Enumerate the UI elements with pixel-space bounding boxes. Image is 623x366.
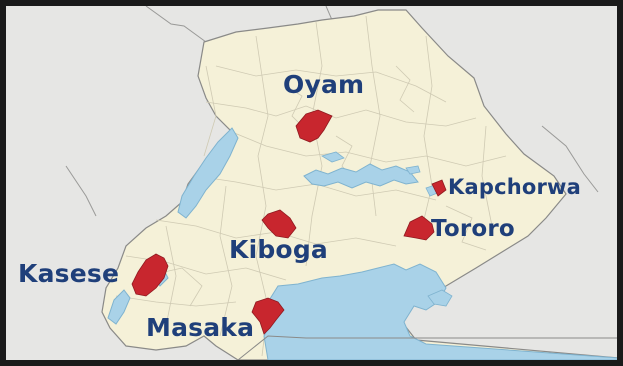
uganda-map [65, 6, 617, 360]
label-oyam: Oyam [283, 70, 365, 99]
label-kasese: Kasese [18, 259, 120, 288]
district-oyam[interactable] [295, 109, 333, 143]
district-kapchorwa[interactable] [431, 179, 447, 197]
district-tororo[interactable] [403, 215, 435, 241]
label-kapchorwa: Kapchorwa [448, 175, 582, 199]
lake-albert [177, 127, 239, 219]
district-masaka[interactable] [251, 297, 285, 335]
lake-small-east [405, 165, 421, 175]
label-tororo: Tororo [431, 216, 515, 242]
map-screen: Oyam Kapchorwa Tororo Kiboga Kasese Masa… [6, 6, 617, 360]
label-kiboga: Kiboga [229, 235, 328, 264]
highlighted-districts [131, 109, 447, 335]
district-kasese[interactable] [131, 253, 169, 297]
lake-small-north [321, 151, 345, 163]
lake-east-small [427, 289, 453, 307]
district-kiboga[interactable] [261, 209, 297, 239]
label-masaka: Masaka [146, 313, 255, 342]
tanzania-border [237, 335, 617, 360]
lake-edward [107, 289, 131, 325]
lake-kyoga [303, 163, 419, 189]
